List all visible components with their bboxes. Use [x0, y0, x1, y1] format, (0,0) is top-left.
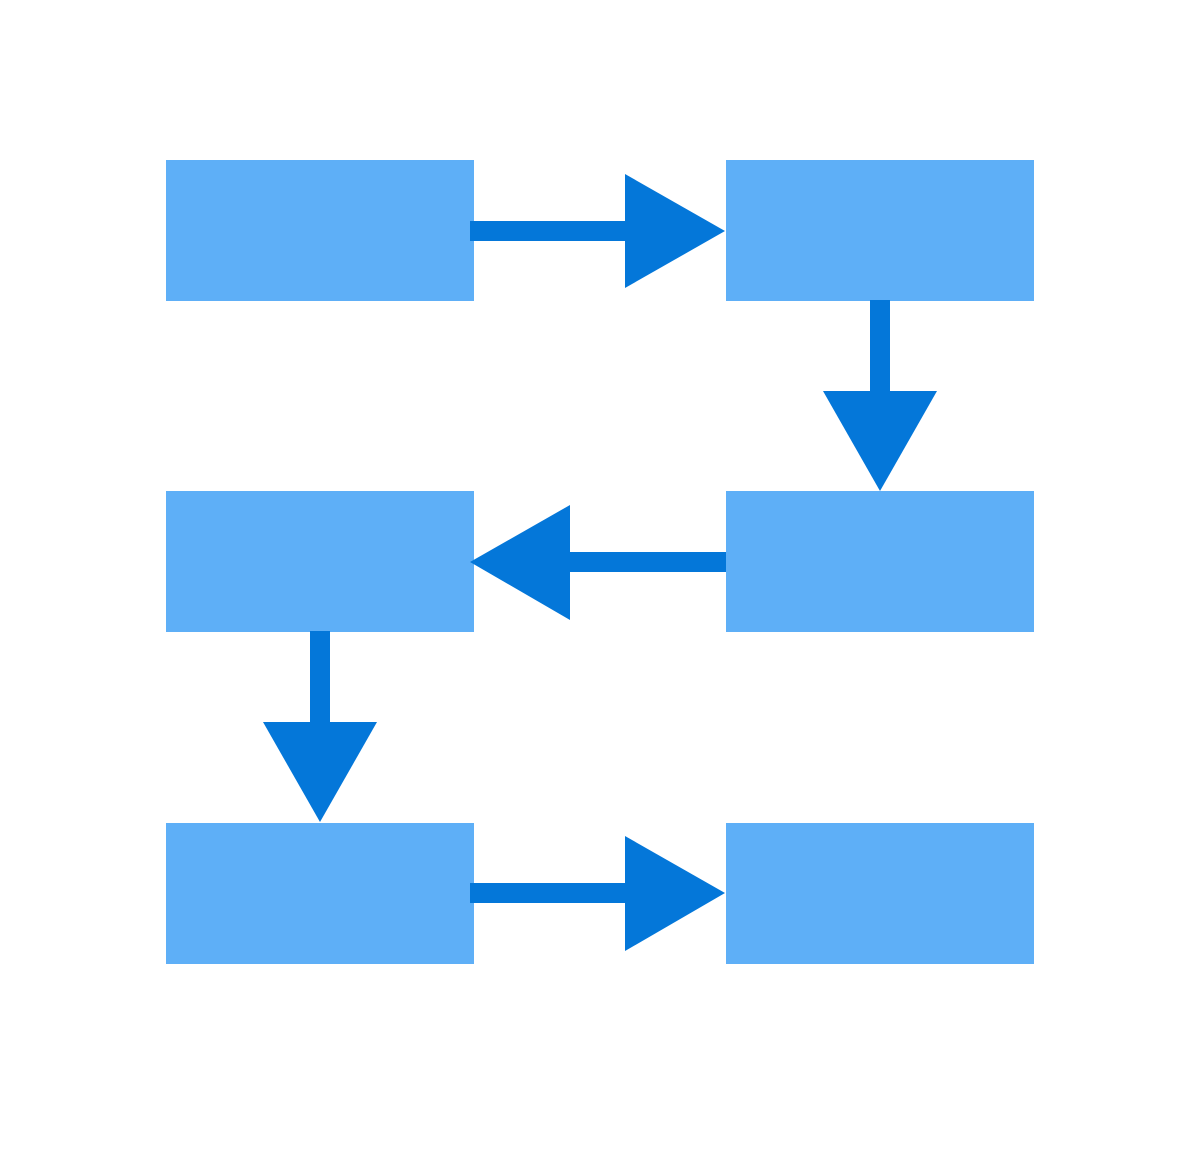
process-box-step-6: [726, 823, 1034, 964]
arrow-step-2-to-step-3: [823, 300, 937, 491]
process-box-step-3: [726, 491, 1034, 632]
process-box-step-2: [726, 160, 1034, 301]
arrow-step-5-to-step-6: [470, 836, 725, 951]
process-box-step-4: [166, 491, 474, 632]
arrow-step-1-to-step-2: [470, 174, 725, 288]
arrow-step-4-to-step-5: [263, 631, 377, 822]
arrow-step-3-to-step-4: [470, 505, 726, 620]
process-box-step-1: [166, 160, 474, 301]
process-box-step-5: [166, 823, 474, 964]
